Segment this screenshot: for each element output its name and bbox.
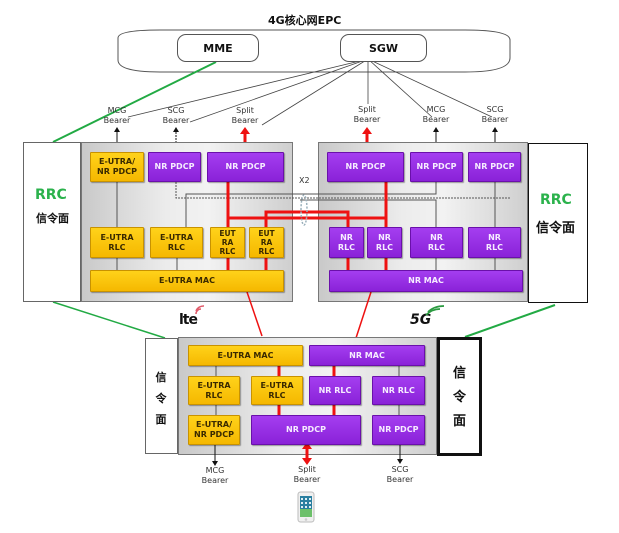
mme-node: MME (177, 34, 259, 62)
ue-nr-signaling-label: 信令面 (452, 366, 466, 429)
ue-nr-mac: NR MAC (309, 345, 425, 366)
sgw-node: SGW (340, 34, 427, 62)
gnb-nr-pdcp-scg: NR PDCP (468, 152, 521, 182)
ue-eutra-rlc-1: E-UTRA RLC (188, 376, 240, 405)
ue-eutra-nr-pdcp: E-UTRA/ NR PDCP (188, 415, 240, 445)
gnb-signaling-label: 信令面 (536, 221, 576, 236)
enb-signaling-label: 信令面 (36, 212, 69, 225)
ue-nr-rlc-1: NR RLC (309, 376, 361, 405)
gnb-nr-pdcp-mcg: NR PDCP (410, 152, 463, 182)
enb-ue-signal-line (52, 301, 166, 339)
epc-title: 4G核心网EPC (268, 14, 342, 27)
ue-eutra-rlc-2: E-UTRA RLC (251, 376, 303, 405)
enb-nr-pdcp-scg: NR PDCP (148, 152, 201, 182)
x2-label: X2 (299, 176, 310, 185)
5g-signal-icon (425, 305, 445, 316)
enb-eutra-rlc-2: E-UTRA RLC (150, 227, 203, 258)
5g-logo: 5G (410, 312, 432, 328)
smartphone-icon (297, 491, 315, 523)
enb-rrc-label: RRC (35, 187, 67, 203)
enb-nr-pdcp-split: NR PDCP (207, 152, 284, 182)
enb-eutra-rlc-3: EUT RA RLC (210, 227, 245, 258)
mme-enb-signal-line (52, 61, 217, 143)
ue-nr-signaling-box (437, 337, 482, 456)
enb-eutra-mac: E-UTRA MAC (90, 270, 284, 292)
gnb-nr-rlc-1: NR RLC (329, 227, 364, 258)
gnb-ue-signal-line (464, 304, 556, 338)
ue-lte-signaling-box (145, 338, 178, 454)
sgw-fanout-lines (127, 58, 493, 126)
lte-signal-icon (195, 305, 205, 315)
enb-eutra-rlc-4: EUT RA RLC (249, 227, 284, 258)
gnb-nr-mac: NR MAC (329, 270, 523, 292)
gnb-rrc-box (528, 143, 588, 303)
gnb-nr-rlc-2: NR RLC (367, 227, 402, 258)
gnb-rrc-label: RRC (540, 192, 572, 208)
ue-nr-pdcp-split: NR PDCP (251, 415, 361, 445)
ue-nr-rlc-2: NR RLC (372, 376, 425, 405)
enb-eutra-rlc-1: E-UTRA RLC (90, 227, 144, 258)
gnb-nr-rlc-4: NR RLC (468, 227, 521, 258)
x2-interface (300, 194, 308, 226)
enb-rrc-box (23, 142, 81, 302)
gnb-nr-rlc-3: NR RLC (410, 227, 463, 258)
ue-lte-signaling-label: 信令面 (155, 371, 167, 426)
lte-logo: lte (179, 312, 198, 328)
gnb-nr-pdcp-split: NR PDCP (327, 152, 404, 182)
enb-eutra-nr-pdcp: E-UTRA/ NR PDCP (90, 152, 144, 182)
ue-nr-pdcp-scg: NR PDCP (372, 415, 425, 445)
ue-eutra-mac: E-UTRA MAC (188, 345, 303, 366)
